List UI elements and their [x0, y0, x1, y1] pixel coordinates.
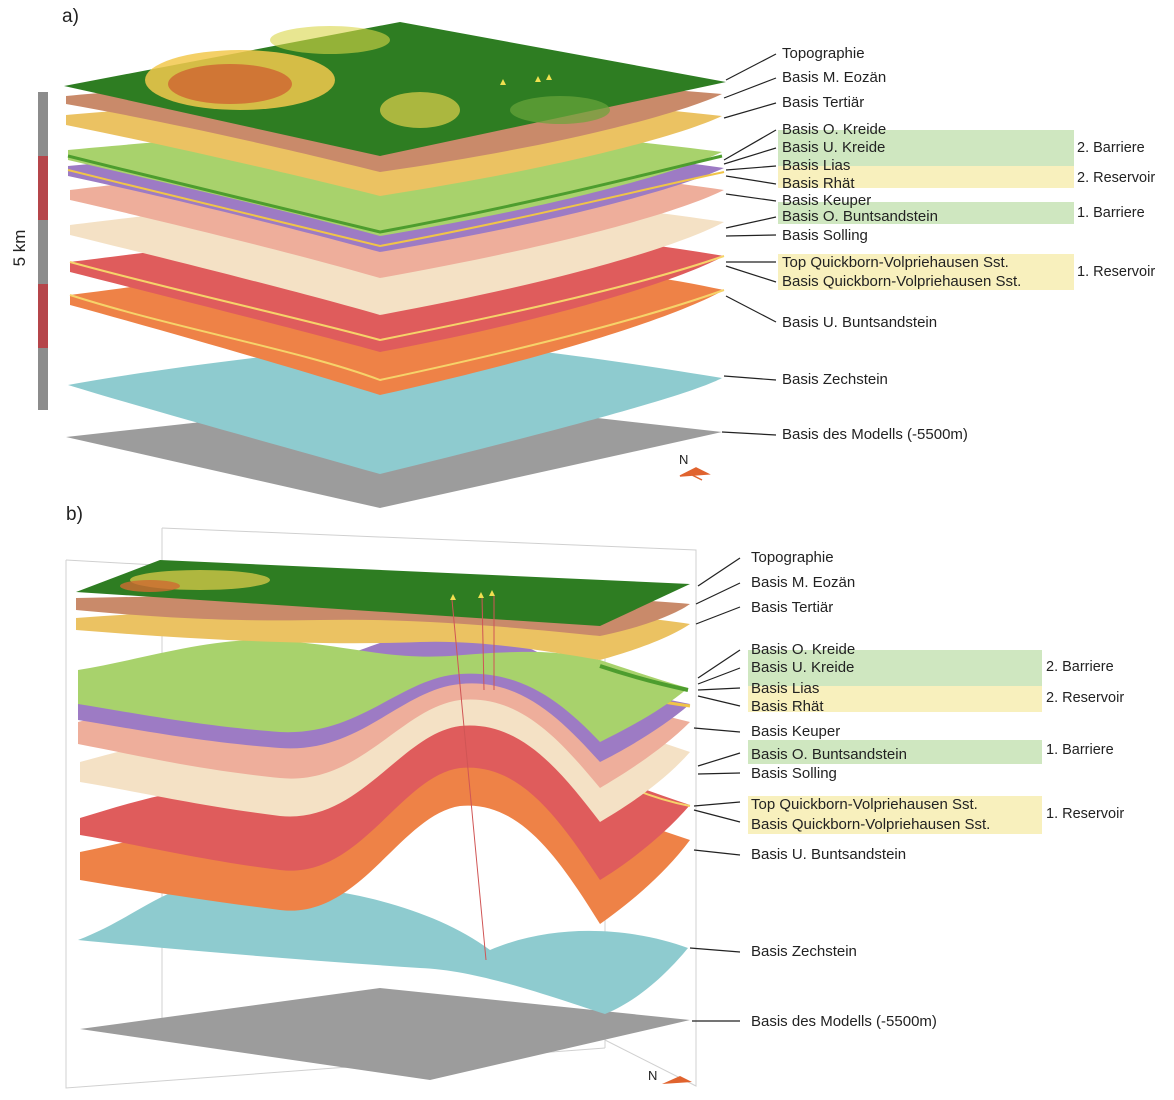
surface-basis-kreide-b	[78, 640, 688, 742]
group-label-barrier-1: 1. Barriere	[1077, 205, 1145, 221]
group-label-reservoir-2: 2. Reservoir	[1077, 170, 1156, 186]
layer-label-basis-quickborn: Basis Quickborn-Volpriehausen Sst.	[782, 273, 1022, 290]
layer-label-modell: Basis des Modells (-5500m)	[782, 426, 968, 443]
layer-label-keuper-b: Basis Keuper	[751, 723, 841, 740]
band-reservoir-1	[778, 254, 1074, 290]
group-label-reservoir-1-b: 1. Reservoir	[1046, 806, 1125, 822]
group-label-reservoir-1: 1. Reservoir	[1077, 264, 1156, 280]
layer-label-basis-quickborn-b: Basis Quickborn-Volpriehausen Sst.	[751, 816, 991, 833]
panel-a-label: a)	[62, 6, 79, 27]
layer-label-keuper: Basis Keuper	[782, 192, 872, 209]
panel-a: a) 5 km	[0, 0, 1174, 510]
layer-label-top-quickborn: Top Quickborn-Volpriehausen Sst.	[782, 254, 1009, 271]
band-barrier-2	[778, 130, 1074, 166]
layer-label-o-buntsandstein-b: Basis O. Buntsandstein	[751, 746, 907, 763]
layer-label-u-buntsandstein: Basis U. Buntsandstein	[782, 314, 938, 331]
layer-label-tertiaer-b: Basis Tertiär	[751, 599, 834, 616]
layer-label-tertiaer: Basis Tertiär	[782, 94, 865, 111]
band-barrier-2-b	[748, 650, 1042, 686]
leader-lines-a	[721, 53, 777, 436]
layer-label-lias-b: Basis Lias	[751, 680, 820, 697]
leader-lines-b	[689, 557, 741, 1022]
surface-basis-zechstein-b	[78, 882, 688, 1014]
panel-b: b)	[0, 500, 1174, 1100]
layer-label-topographie: Topographie	[782, 45, 865, 62]
layer-label-solling: Basis Solling	[782, 227, 868, 244]
layer-label-rhaet-b: Basis Rhät	[751, 698, 824, 715]
block-diagram-a	[64, 22, 777, 508]
north-label-a: N	[679, 452, 689, 467]
layer-label-solling-b: Basis Solling	[751, 765, 837, 782]
layer-label-rhaet: Basis Rhät	[782, 175, 855, 192]
layer-label-topographie-b: Topographie	[751, 549, 834, 566]
group-label-barrier-2: 2. Barriere	[1077, 140, 1145, 156]
north-arrow-icon	[679, 467, 711, 481]
layer-label-lias: Basis Lias	[782, 157, 851, 174]
layer-label-o-kreide-b: Basis O. Kreide	[751, 641, 856, 658]
panel-b-label: b)	[66, 504, 83, 525]
layer-label-u-kreide-b: Basis U. Kreide	[751, 659, 855, 676]
layer-label-eozaen-b: Basis M. Eozän	[751, 574, 856, 591]
layer-label-modell-b: Basis des Modells (-5500m)	[751, 1013, 937, 1030]
layer-label-top-quickborn-b: Top Quickborn-Volpriehausen Sst.	[751, 796, 978, 813]
band-barrier-1-b	[748, 740, 1042, 764]
layer-label-o-kreide: Basis O. Kreide	[782, 121, 887, 138]
north-label-b: N	[648, 1068, 658, 1083]
layer-label-zechstein-b: Basis Zechstein	[751, 943, 857, 960]
surface-basis-modell-b	[80, 988, 690, 1080]
group-label-barrier-1-b: 1. Barriere	[1046, 742, 1114, 758]
layer-label-u-buntsandstein-b: Basis U. Buntsandstein	[751, 846, 907, 863]
band-reservoir-2	[778, 166, 1074, 188]
band-barrier-1	[778, 202, 1074, 224]
group-label-reservoir-2-b: 2. Reservoir	[1046, 690, 1125, 706]
layer-label-o-buntsandstein: Basis O. Buntsandstein	[782, 208, 938, 225]
layer-label-eozaen: Basis M. Eozän	[782, 69, 887, 86]
band-reservoir-1-b	[748, 796, 1042, 834]
north-arrow-icon	[662, 1076, 692, 1084]
surface-basis-zechstein	[68, 342, 722, 474]
scale-bar	[38, 92, 48, 410]
layer-label-u-kreide: Basis U. Kreide	[782, 139, 886, 156]
layer-label-zechstein: Basis Zechstein	[782, 371, 888, 388]
band-reservoir-2-b	[748, 686, 1042, 712]
group-label-barrier-2-b: 2. Barriere	[1046, 659, 1114, 675]
block-diagram-b	[65, 527, 741, 1089]
